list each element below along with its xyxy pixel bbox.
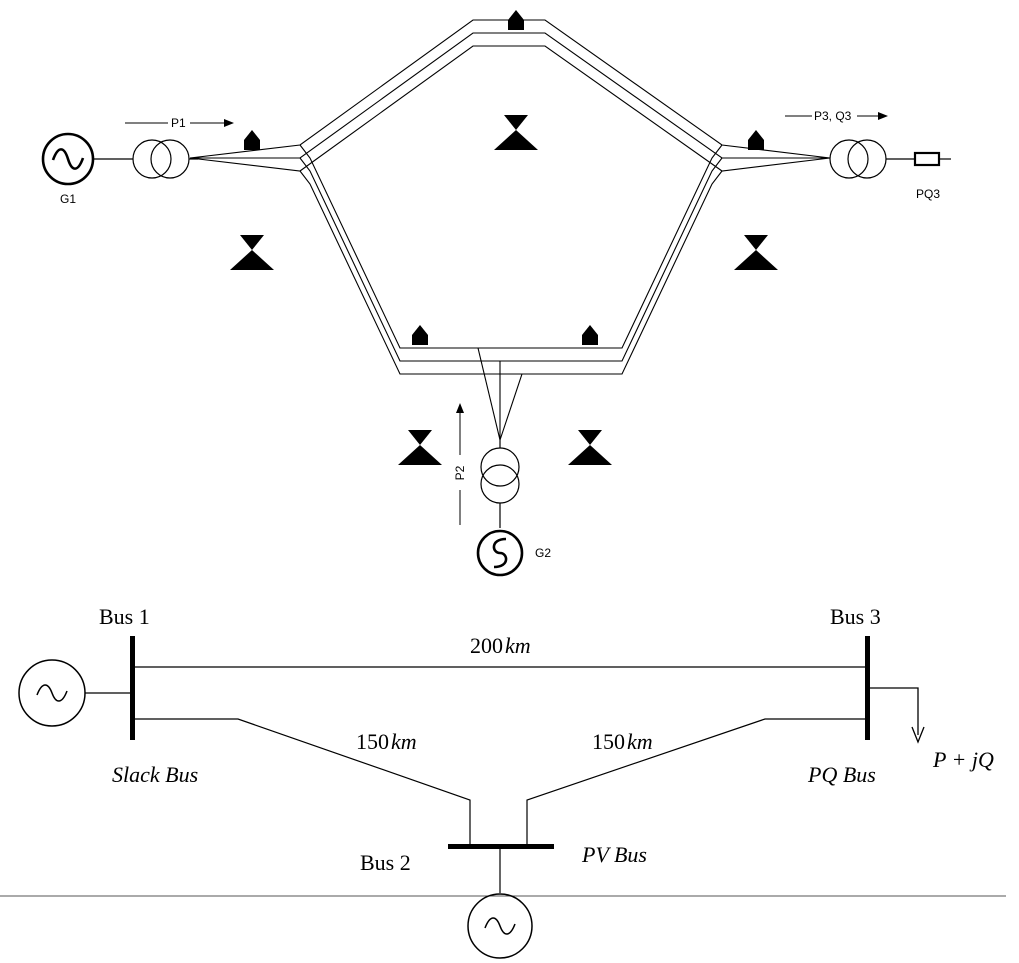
load-icon [913,151,941,167]
tower-bottom-right [568,325,612,465]
generator-bus-1 [18,659,130,727]
arrow-down-icon [911,726,925,744]
p1-label: P1 [171,116,186,130]
ac-wave-icon [51,148,85,170]
generator-g2: G2 [476,529,551,577]
generator-bus-2 [467,893,533,959]
load-label: P + jQ [932,747,994,772]
bus-1-bar [130,636,135,740]
g2-label: G2 [535,546,551,560]
ac-wave-icon [492,537,508,569]
slack-bus-label: Slack Bus [112,762,198,787]
line-1-2-length: 150km [356,729,417,754]
top-diagram: G1 P1 PQ3 P3, Q3 [41,10,951,577]
load-pq3: PQ3 [913,151,951,201]
pv-bus-label: PV Bus [581,842,647,867]
line-1-3-length: 200km [470,633,531,658]
flow-p1: P1 [125,116,234,130]
ac-wave-icon [36,684,68,702]
pq-bus-label: PQ Bus [807,762,876,787]
g1-label: G1 [60,192,76,206]
transformer-t1 [132,139,198,179]
bus-1-label: Bus 1 [99,604,150,629]
transmission-lines [189,19,831,441]
line-2-3-length: 150km [592,729,653,754]
transformer-t3 [829,139,915,179]
bus-2-bar [448,844,554,849]
bus-3-label: Bus 3 [830,604,881,629]
bus-3-bar [865,636,870,740]
ac-wave-icon [484,917,516,935]
tower-bottom-left [398,325,442,465]
flow-p3-q3: P3, Q3 [785,109,888,123]
transformer-t2 [480,440,520,528]
p2-label: P2 [453,465,467,480]
bottom-diagram: Bus 1 Slack Bus Bus 3 PQ Bus P + jQ 200k… [0,604,1006,959]
bus-2-label: Bus 2 [360,850,411,875]
generator-g1: G1 [41,132,133,206]
flow-p2: P2 [453,403,467,525]
load-bus-3: P + jQ [870,687,994,772]
p3-q3-label: P3, Q3 [814,109,852,123]
line-2-3 [526,718,865,845]
line-1-2 [135,718,471,845]
tower-top [494,10,538,150]
pq3-label: PQ3 [916,187,940,201]
